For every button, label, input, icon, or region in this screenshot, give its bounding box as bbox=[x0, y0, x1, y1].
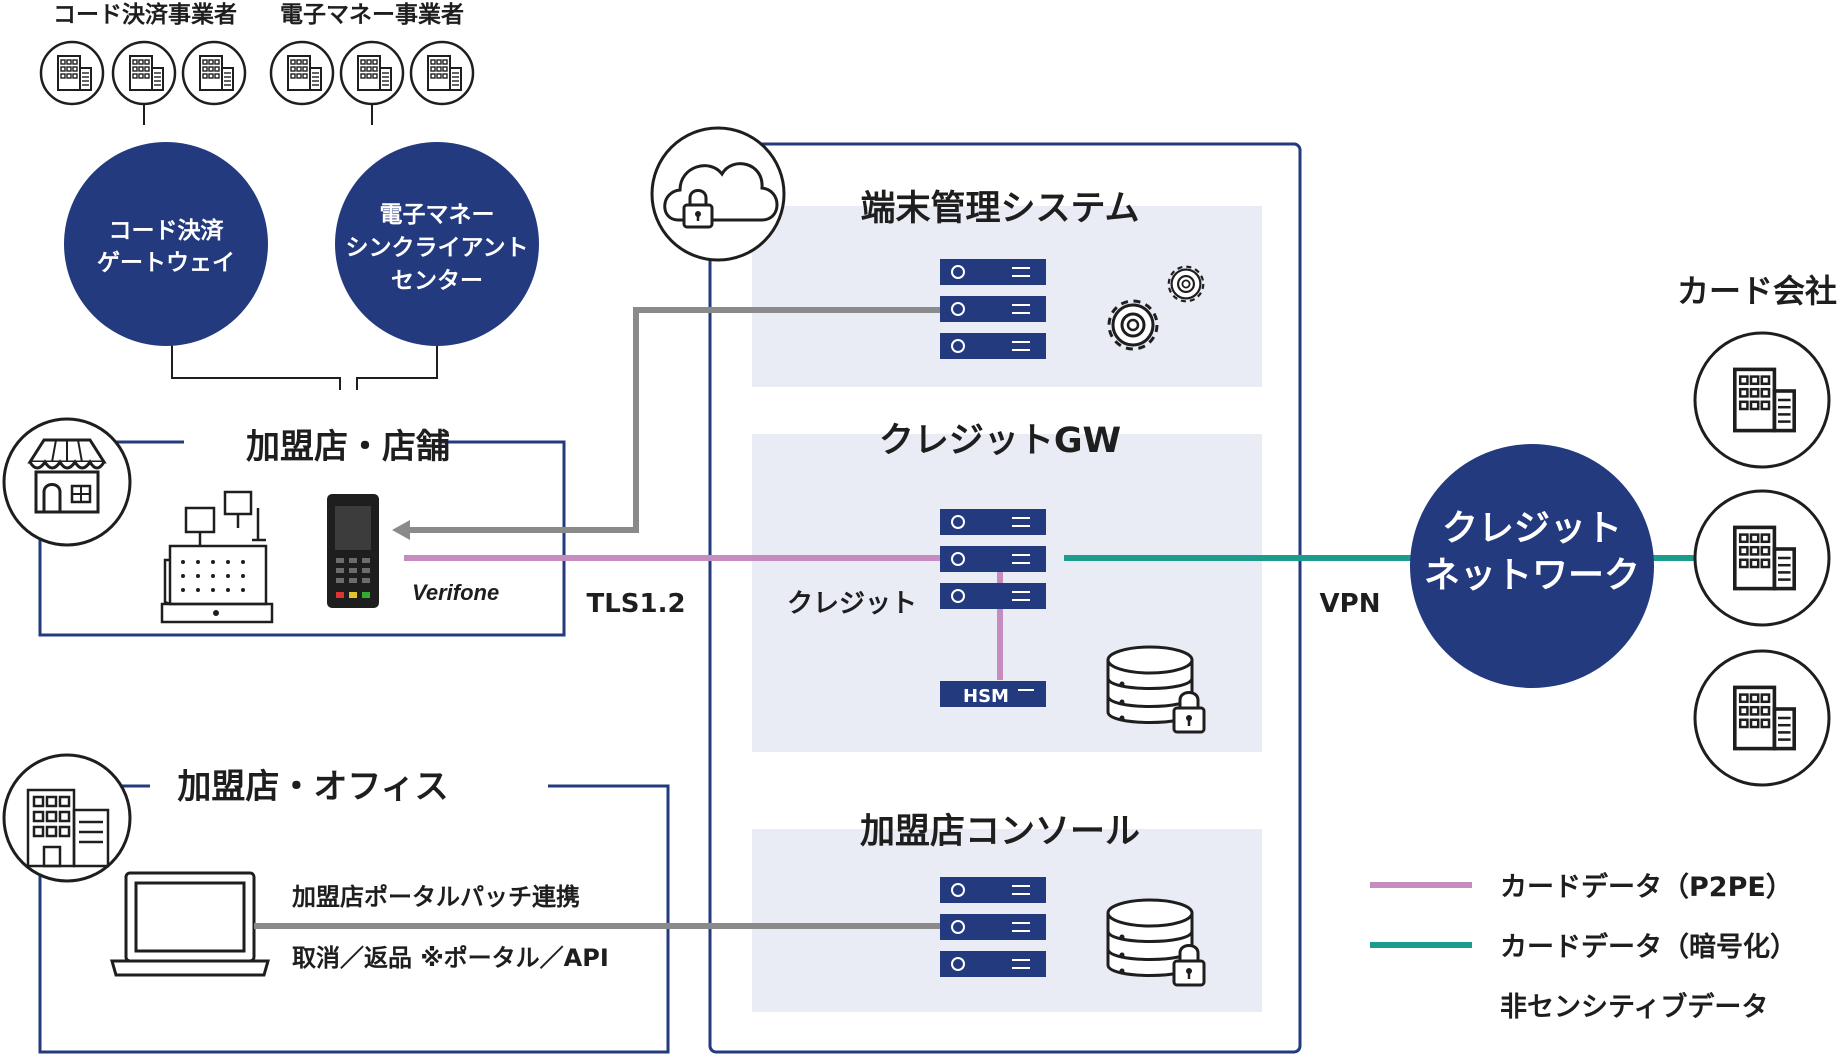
building-icon bbox=[269, 40, 335, 106]
verifone-logo: Verifone bbox=[412, 580, 499, 605]
emoney-center-line2: シンクライアント bbox=[345, 235, 528, 261]
store-title: 加盟店・店舗 bbox=[246, 427, 450, 467]
office-title: 加盟店・オフィス bbox=[177, 767, 448, 807]
card-company-buildings bbox=[1693, 331, 1831, 787]
database-lock-icon bbox=[1106, 898, 1206, 987]
legend-label-nonsensitive: 非センシティブデータ bbox=[1500, 991, 1768, 1023]
office-box: 加盟店・オフィス bbox=[38, 767, 670, 1054]
hsm-label: HSM bbox=[963, 686, 1009, 707]
card-company-title: カード会社 bbox=[1677, 272, 1837, 310]
building-icon bbox=[1693, 649, 1831, 787]
operator-connectors bbox=[143, 104, 438, 390]
emoney-center-line1: 電子マネー bbox=[380, 202, 495, 228]
cloud-lock-icon bbox=[650, 126, 786, 262]
emoney-center-line3: センター bbox=[391, 268, 483, 294]
cash-register-icon bbox=[160, 490, 274, 624]
tms-gray-line bbox=[404, 307, 940, 533]
server-icon bbox=[939, 913, 1047, 941]
building-icon bbox=[39, 40, 105, 106]
gw-title: クレジットGW bbox=[879, 421, 1121, 461]
building-icon bbox=[409, 40, 475, 106]
credit-network-circle: クレジット ネットワーク bbox=[1410, 444, 1654, 688]
server-icon bbox=[939, 950, 1047, 978]
server-icon bbox=[939, 508, 1047, 536]
tls-label: TLS1.2 bbox=[586, 589, 685, 619]
building-icon bbox=[181, 40, 247, 106]
credit-label: クレジット bbox=[787, 589, 917, 619]
emoney-center-circle: 電子マネー シンクライアント センター bbox=[335, 142, 539, 346]
code-gateway-circle: コード決済 ゲートウェイ bbox=[64, 142, 268, 346]
store-icon bbox=[2, 417, 132, 547]
hsm-unit: HSM bbox=[940, 681, 1046, 707]
laptop-icon bbox=[110, 871, 270, 977]
code-operators-label: コード決済事業者 bbox=[53, 1, 237, 28]
code-gateway-line2: ゲートウェイ bbox=[97, 250, 235, 276]
arrow-head-icon bbox=[392, 520, 410, 540]
server-icon bbox=[939, 258, 1047, 286]
server-icon bbox=[939, 545, 1047, 573]
tms-servers bbox=[939, 258, 1047, 360]
building-icon bbox=[1693, 331, 1831, 469]
building-icon bbox=[1693, 489, 1831, 627]
emoney-operator-buildings bbox=[269, 40, 475, 106]
building-icon bbox=[111, 40, 177, 106]
credit-network-line2: ネットワーク bbox=[1424, 555, 1640, 596]
server-icon bbox=[939, 582, 1047, 610]
code-gateway-line1: コード決済 bbox=[109, 217, 225, 244]
legend-label-encrypted: カードデータ（暗号化） bbox=[1500, 931, 1797, 963]
database-lock-icon bbox=[1106, 645, 1206, 734]
office-line2: 取消／返品 ※ポータル／API bbox=[292, 944, 609, 972]
server-icon bbox=[939, 295, 1047, 323]
building-icon bbox=[339, 40, 405, 106]
server-icon bbox=[939, 876, 1047, 904]
vpn-label: VPN bbox=[1320, 589, 1381, 619]
gw-servers bbox=[939, 508, 1047, 610]
payment-terminal-icon bbox=[327, 494, 379, 608]
server-icon bbox=[939, 332, 1047, 360]
console-title: 加盟店コンソール bbox=[860, 812, 1140, 852]
legend: カードデータ（P2PE） カードデータ（暗号化） 非センシティブデータ bbox=[1370, 871, 1797, 1023]
legend-label-p2pe: カードデータ（P2PE） bbox=[1500, 871, 1793, 903]
tms-title: 端末管理システム bbox=[861, 189, 1140, 229]
console-servers bbox=[939, 876, 1047, 978]
office-line1: 加盟店ポータルパッチ連携 bbox=[292, 883, 580, 911]
credit-network-line1: クレジット bbox=[1442, 508, 1622, 549]
office-building-icon bbox=[2, 753, 132, 883]
code-operator-buildings bbox=[39, 40, 247, 106]
emoney-operators-label: 電子マネー事業者 bbox=[280, 1, 464, 28]
